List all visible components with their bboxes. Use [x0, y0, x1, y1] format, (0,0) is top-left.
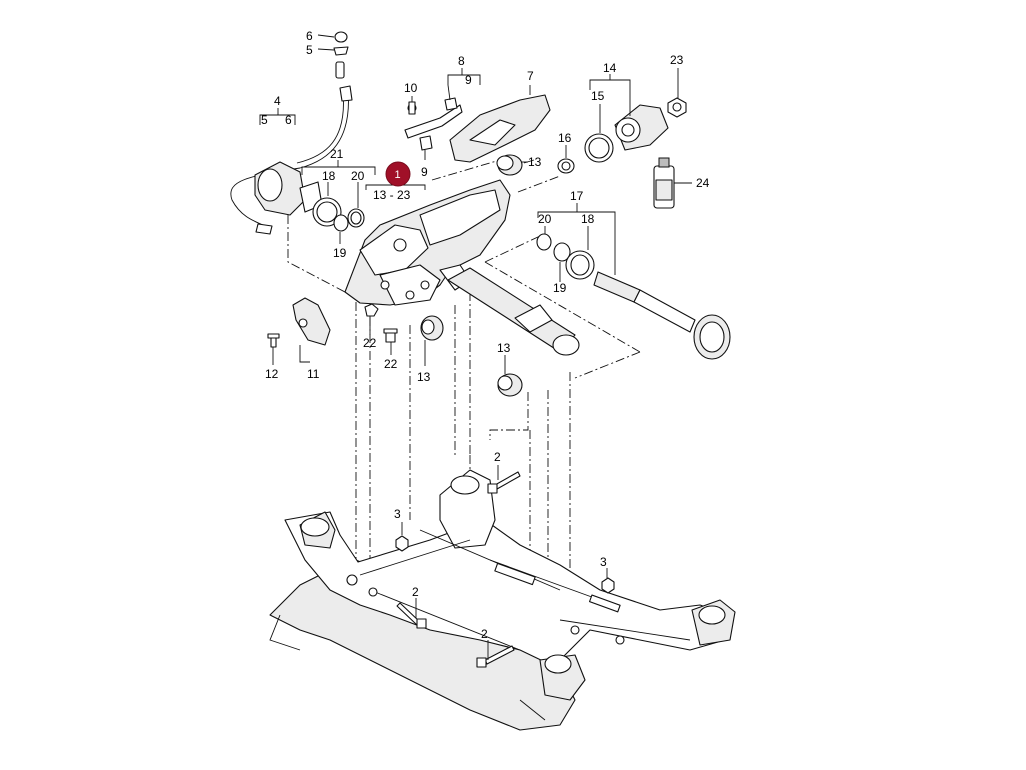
- bolt-2-upper[interactable]: [487, 471, 521, 494]
- callout-7: 7: [527, 69, 534, 83]
- callout-20-right: 20: [538, 212, 552, 226]
- callout-4: 4: [274, 94, 281, 108]
- callout-labels: 6 5 4 5 6 8 9 7 10 9 21 18 20 19 13 - 23…: [261, 29, 710, 641]
- oil-bottle[interactable]: [653, 157, 675, 209]
- callout-3-left: 3: [394, 507, 401, 521]
- hotspot-label: 1: [395, 169, 401, 181]
- left-seals[interactable]: [312, 197, 365, 232]
- callout-23: 23: [670, 53, 684, 67]
- callout-22-b: 22: [384, 357, 398, 371]
- callout-2-middle: 2: [412, 585, 419, 599]
- callout-16: 16: [558, 131, 572, 145]
- nut-3-left[interactable]: [395, 535, 409, 552]
- callout-20-left: 20: [351, 169, 365, 183]
- right-seals[interactable]: [536, 233, 595, 280]
- bolt-2-middle[interactable]: [396, 602, 427, 629]
- hotspot-part-1[interactable]: 1: [385, 161, 411, 187]
- bushing-lower[interactable]: [497, 373, 523, 397]
- plug-22b[interactable]: [383, 328, 398, 343]
- callout-13-upper: 13: [528, 155, 542, 169]
- flange-14[interactable]: [614, 104, 669, 151]
- side-bracket-11[interactable]: [292, 297, 331, 346]
- callout-4-sub6: 6: [285, 113, 292, 127]
- bolt-2-lower[interactable]: [476, 645, 515, 668]
- final-drive-housing[interactable]: [344, 179, 580, 356]
- callout-24: 24: [696, 176, 710, 190]
- callout-5: 5: [306, 43, 313, 57]
- callout-13-lower: 13: [497, 341, 511, 355]
- callout-21: 21: [330, 147, 344, 161]
- cable-clamps[interactable]: [333, 31, 349, 56]
- callout-3-right: 3: [600, 555, 607, 569]
- drive-flange-shaft[interactable]: [593, 271, 731, 360]
- sensor-cable[interactable]: [230, 61, 353, 235]
- callout-2-lower: 2: [481, 627, 488, 641]
- bushing-13-middle[interactable]: [420, 315, 444, 341]
- ring-15[interactable]: [584, 133, 614, 163]
- callout-8-sub9: 9: [465, 73, 472, 87]
- nut-3-right[interactable]: [601, 577, 615, 594]
- callout-6: 6: [306, 29, 313, 43]
- nut-23[interactable]: [667, 97, 687, 118]
- bushing-upper[interactable]: [496, 154, 523, 176]
- heat-shield[interactable]: [449, 94, 551, 163]
- rear-subframe[interactable]: [269, 469, 736, 731]
- callout-range: 13 - 23: [373, 188, 411, 202]
- callout-4-sub5: 5: [261, 113, 268, 127]
- callout-9: 9: [421, 165, 428, 179]
- seal-16[interactable]: [557, 158, 575, 174]
- callout-14: 14: [603, 61, 617, 75]
- plug-22a[interactable]: [364, 303, 379, 317]
- callout-18-left: 18: [322, 169, 336, 183]
- callout-10: 10: [404, 81, 418, 95]
- callout-18-right: 18: [581, 212, 595, 226]
- callout-17: 17: [570, 189, 584, 203]
- callout-2-upper: 2: [494, 450, 501, 464]
- bolt-10[interactable]: [408, 101, 416, 115]
- callout-8: 8: [458, 54, 465, 68]
- callout-19-right: 19: [553, 281, 567, 295]
- callout-11: 11: [307, 367, 320, 381]
- leader-lines: [259, 34, 692, 660]
- callout-13-middle: 13: [417, 370, 431, 384]
- bolt-12[interactable]: [267, 333, 280, 348]
- callout-12: 12: [265, 367, 279, 381]
- callout-14-sub15: 15: [591, 89, 605, 103]
- callout-19-left: 19: [333, 246, 347, 260]
- callout-22-a: 22: [363, 336, 377, 350]
